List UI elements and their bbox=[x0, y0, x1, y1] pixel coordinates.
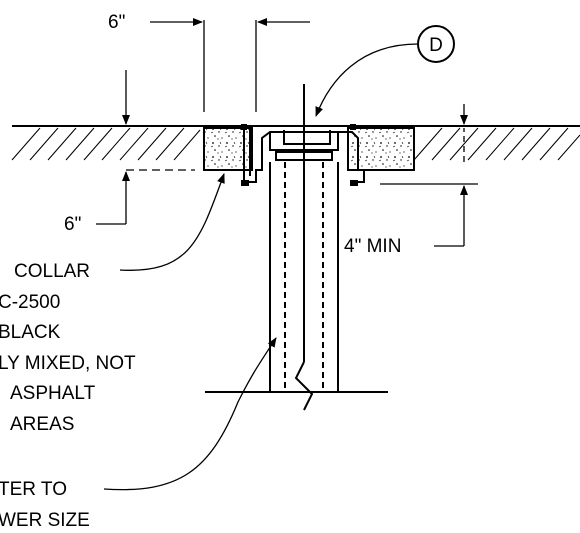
pipe-leader bbox=[103, 337, 277, 491]
depth-label: 6" bbox=[64, 214, 81, 235]
collar-note-line-5: ASPHALT bbox=[10, 383, 96, 404]
pipe-note-line-1: TER TO bbox=[0, 479, 67, 500]
pipe-note: TER TO WER SIZE bbox=[0, 479, 90, 531]
detail-marker-letter: D bbox=[429, 35, 443, 56]
dimension-top-width: 6" bbox=[108, 12, 310, 112]
cleanout-frame bbox=[241, 124, 365, 186]
collar-note-line-3: BLACK bbox=[0, 322, 61, 343]
min-depth-label: 4" MIN bbox=[344, 236, 401, 257]
collar-leader bbox=[119, 173, 225, 271]
soil-hatch-left bbox=[11, 127, 201, 161]
detail-marker: D bbox=[315, 25, 455, 117]
dimension-depth: 6" bbox=[64, 70, 195, 235]
top-width-label: 6" bbox=[108, 12, 125, 33]
dimension-min-depth: 4" MIN bbox=[344, 104, 478, 257]
collar-note: COLLAR C-2500 BLACK LY MIXED, NOT ASPHAL… bbox=[0, 261, 136, 435]
collar-note-line-1: COLLAR bbox=[14, 261, 90, 282]
collar-note-line-6: AREAS bbox=[10, 414, 74, 435]
soil-hatch-right bbox=[413, 127, 580, 161]
collar-note-line-2: C-2500 bbox=[0, 292, 60, 313]
collar-note-line-4: LY MIXED, NOT bbox=[0, 353, 136, 374]
riser-pipe bbox=[205, 84, 388, 411]
pipe-note-line-2: WER SIZE bbox=[0, 510, 90, 531]
